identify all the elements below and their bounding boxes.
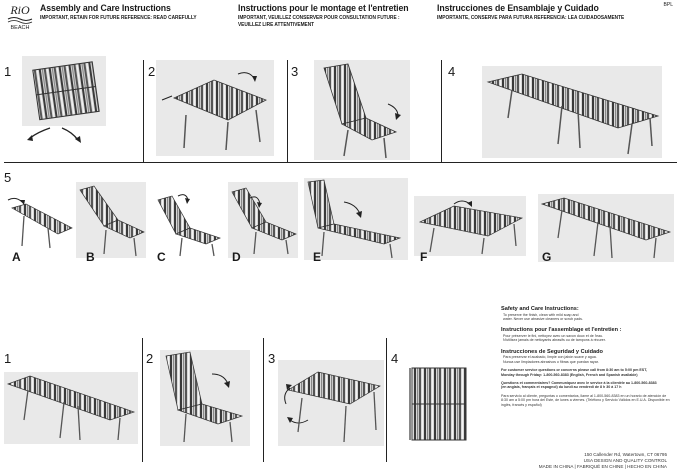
care-text: To preserve the finish, clean with mild … xyxy=(503,312,579,317)
logo-text-bottom: BEACH xyxy=(11,25,30,31)
illustration-folded-chair xyxy=(22,56,106,126)
title-spanish: Instrucciones de Ensamblaje y Cuidado xyxy=(437,3,599,14)
divider xyxy=(263,338,265,462)
care-text: Nunca use limpiadores abrasivos o fibras… xyxy=(503,359,599,364)
divider xyxy=(4,162,677,164)
title-english: Assembly and Care Instructions xyxy=(40,3,171,14)
brand-logo: RiO BEACH xyxy=(4,2,36,32)
illustration-position-b xyxy=(76,182,146,258)
letter-c: C xyxy=(157,250,166,264)
divider xyxy=(441,60,443,162)
footer-quality: USA DESIGN AND QUALITY CONTROL xyxy=(583,457,667,463)
customer-service-text: Questions et commentaires? Communiquez a… xyxy=(501,381,657,386)
header-spanish: Instrucciones de Ensamblaje y Cuidado IM… xyxy=(437,3,640,21)
care-text: Pour préserver le fini, nettoyez avec un… xyxy=(503,334,604,338)
product-code: BPL xyxy=(663,2,673,8)
letter-g: G xyxy=(542,250,552,264)
header-french: Instructions pour le montage et l'entret… xyxy=(238,3,423,28)
letter-b: B xyxy=(86,250,95,264)
illustration-position-f xyxy=(414,196,526,256)
customer-service-text: (en anglais, français et espagnol) du lu… xyxy=(501,385,622,390)
care-text: N'utilisez jamais de nettoyants abrasifs… xyxy=(503,338,606,343)
subtitle-french-1: IMPORTANT, VEUILLEZ CONSERVER POUR CONSU… xyxy=(238,15,400,21)
letter-f: F xyxy=(420,250,428,264)
care-heading-french: Instructions pour l'assemblage et l'entr… xyxy=(501,327,622,334)
divider xyxy=(142,338,144,462)
letter-d: D xyxy=(232,250,241,264)
illustration-step-4 xyxy=(482,66,662,158)
step-number-4-fold: 4 xyxy=(391,351,399,366)
company-footer: 150 Callender Rd, Watertown, CT 06795 US… xyxy=(539,452,667,469)
care-text: water. Never use abrasive cleaners or sc… xyxy=(503,317,583,321)
illustration-position-d xyxy=(228,182,298,258)
header-english: Assembly and Care Instructions IMPORTANT… xyxy=(40,3,210,21)
illustration-position-g xyxy=(538,194,674,262)
illustration-fold-3 xyxy=(278,360,384,446)
illustration-position-c xyxy=(154,186,224,258)
step-number-4: 4 xyxy=(448,64,456,79)
illustration-step-2 xyxy=(156,60,274,156)
subtitle-spanish: IMPORTANTE, CONSERVE PARA FUTURA REFEREN… xyxy=(437,15,625,21)
customer-service-text: For customer service questions or concer… xyxy=(501,368,647,373)
letter-a: A xyxy=(12,250,21,264)
title-french: Instructions pour le montage et l'entret… xyxy=(238,3,409,14)
illustration-fold-1 xyxy=(4,372,138,444)
illustration-fold-2 xyxy=(160,350,250,446)
customer-service-text: Para servicio al cliente, preguntas o co… xyxy=(501,393,667,398)
customer-service-text: inglés, francés y español) xyxy=(501,402,542,407)
divider xyxy=(287,60,289,162)
customer-service-text: 8:30 am a 5:00 pm hora del Este, de lune… xyxy=(501,398,670,403)
illustration-position-e xyxy=(304,178,408,260)
subtitle-french-2: VEUILLEZ LIRE ATTENTIVEMENT xyxy=(238,22,315,29)
illustration-position-a xyxy=(4,194,74,252)
step-number-5: 5 xyxy=(4,170,12,185)
illustration-fold-4 xyxy=(404,360,472,446)
logo-text-top: RiO xyxy=(9,3,30,17)
subtitle-english: IMPORTANT, RETAIN FOR FUTURE REFERENCE: … xyxy=(40,15,197,21)
letter-e: E xyxy=(313,250,322,264)
care-heading-english: Safety and Care Instructions: xyxy=(501,306,579,312)
step-number-1: 1 xyxy=(4,64,12,79)
step-number-2-fold: 2 xyxy=(146,351,154,366)
footer-address: 150 Callender Rd, Watertown, CT 06795 xyxy=(584,452,667,457)
step-number-3-fold: 3 xyxy=(268,351,276,366)
care-instructions: Safety and Care Instructions: To preserv… xyxy=(501,306,673,407)
divider xyxy=(143,60,145,162)
illustration-step-3 xyxy=(314,60,410,160)
step-number-3: 3 xyxy=(291,64,299,79)
footer-origin: MADE IN CHINA | FABRIQUÉ EN CHINE | HECH… xyxy=(538,463,667,469)
divider xyxy=(386,338,388,462)
step-number-2: 2 xyxy=(148,64,156,79)
customer-service-text: Monday through Friday: 1-800-560-8383 (E… xyxy=(501,372,638,377)
care-heading-spanish: Instrucciones de Seguridad y Cuidado xyxy=(501,348,603,355)
rotate-arrows-icon xyxy=(24,124,88,146)
care-text: Para preservar el acabado, limpie con ja… xyxy=(503,355,597,360)
step-number-1-fold: 1 xyxy=(4,351,12,366)
